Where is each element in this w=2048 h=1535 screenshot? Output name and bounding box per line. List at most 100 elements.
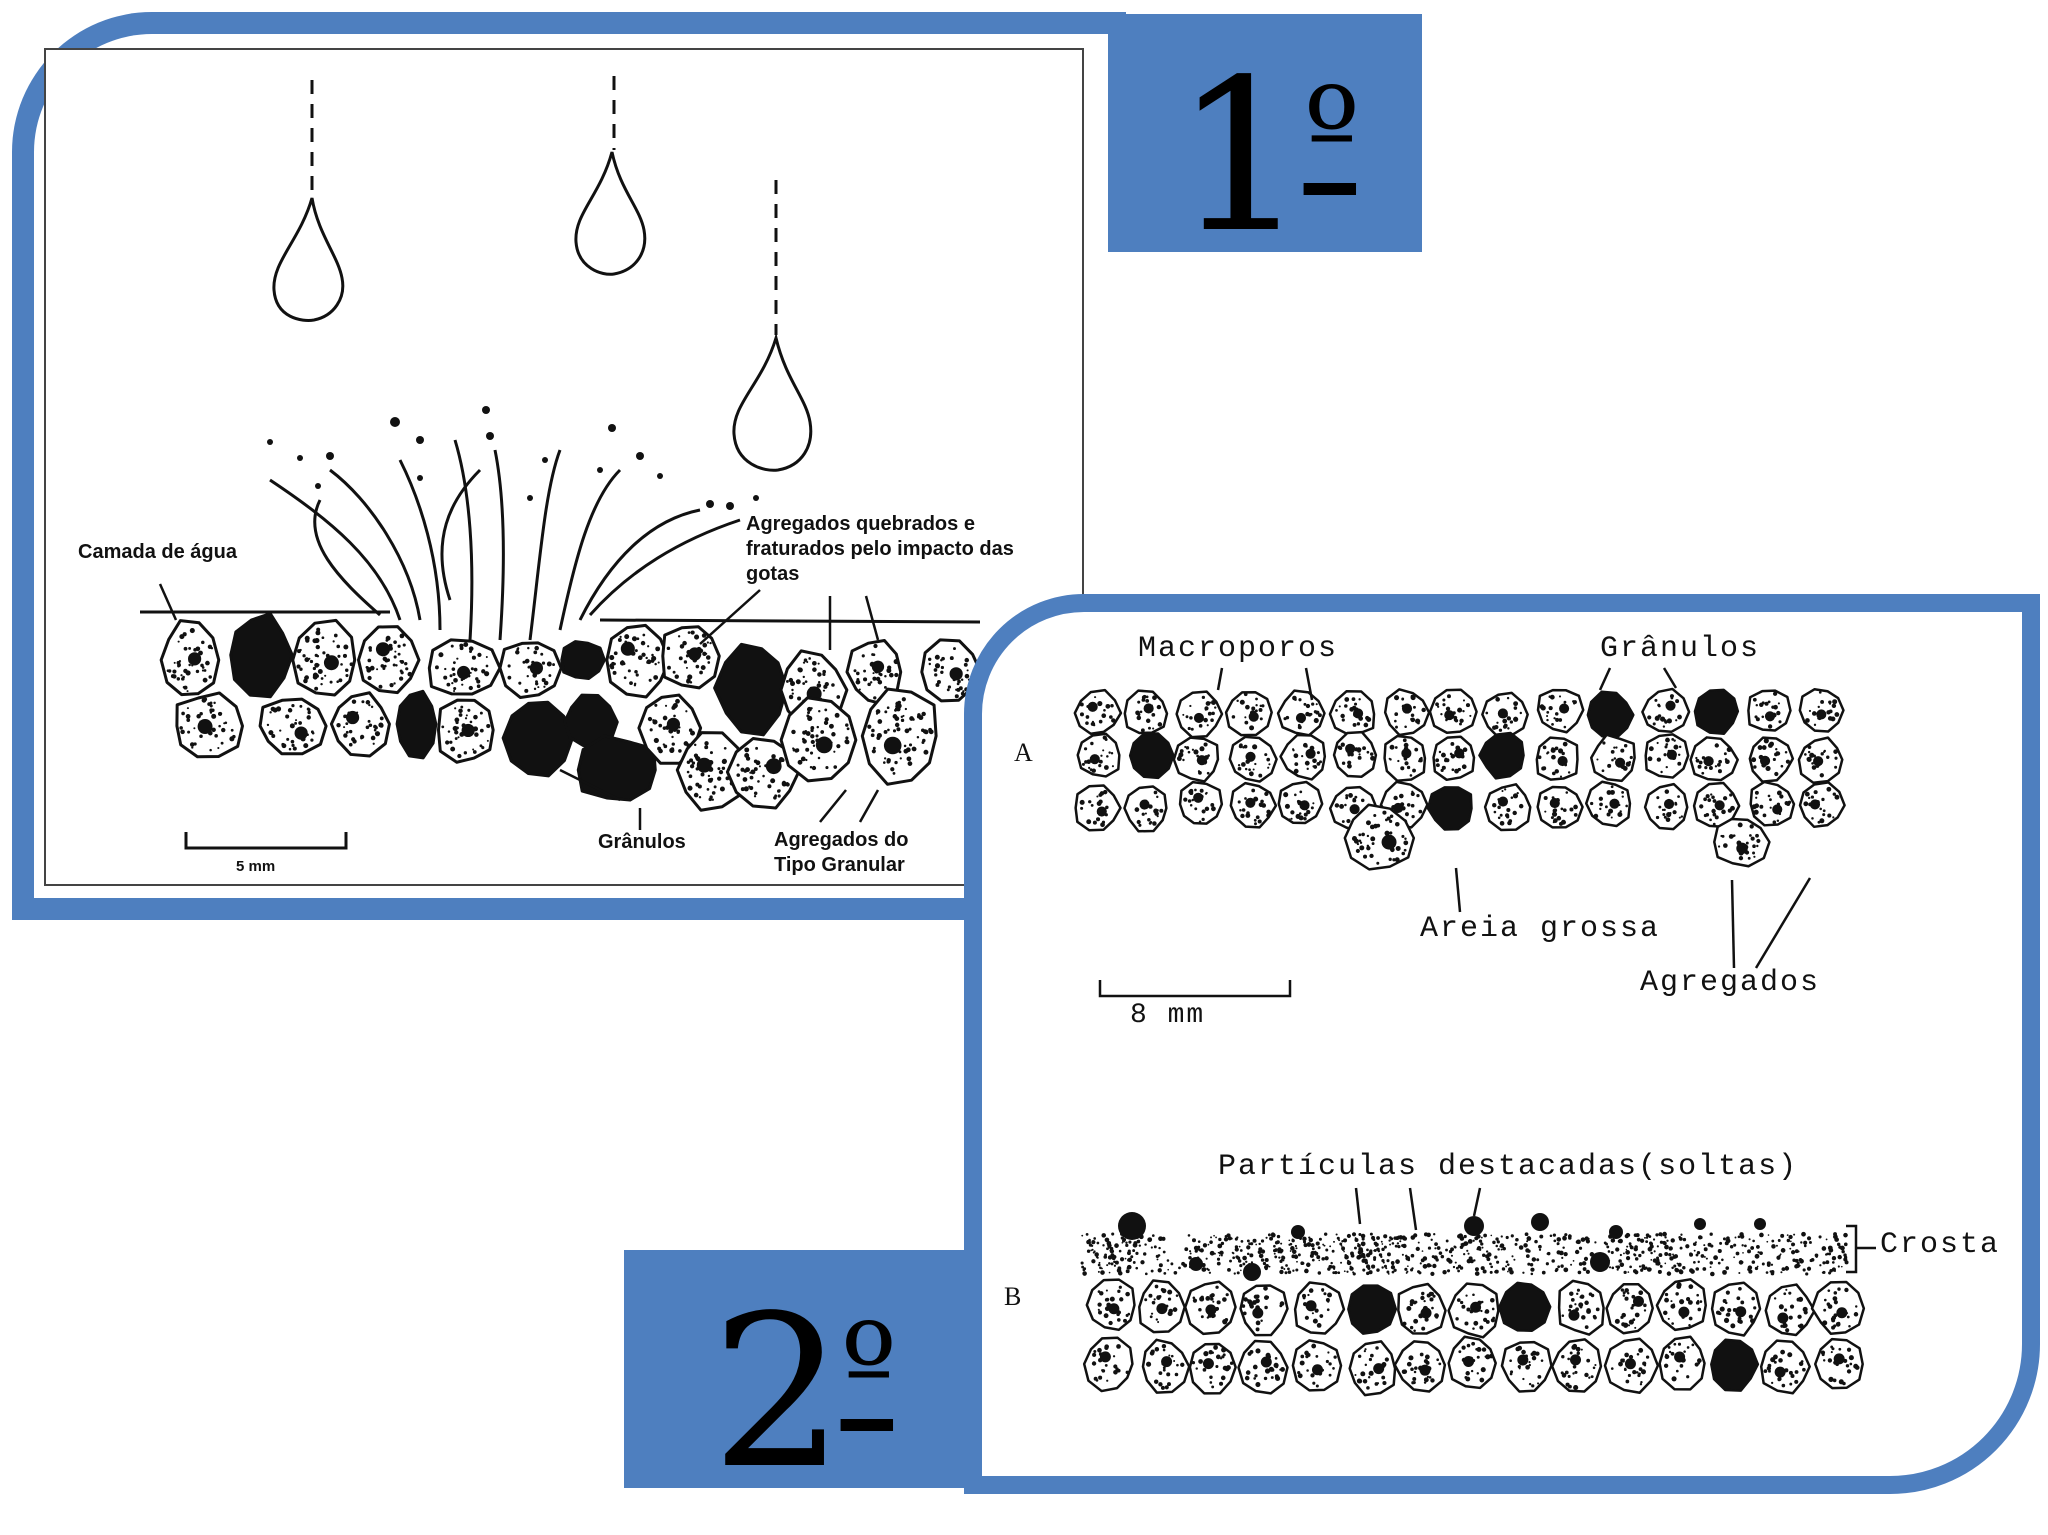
aggregate-speck (395, 664, 398, 667)
crust-particle (1341, 1240, 1344, 1243)
aggregate-speck (182, 632, 187, 637)
aggregate-speck (1479, 1325, 1484, 1330)
aggregate-speck (1194, 788, 1197, 792)
crust-layer (1080, 1212, 1849, 1281)
aggregate-speck (1473, 1320, 1479, 1326)
aggregate-speck (642, 633, 646, 637)
crust-particle (1473, 1259, 1476, 1262)
aggregate-speck (1108, 1320, 1113, 1326)
aggregate-speck (700, 772, 705, 777)
aggregate-speck (743, 786, 749, 792)
crust-particle (1646, 1267, 1652, 1272)
aggregate-speck (1440, 713, 1443, 716)
aggregate-speck (1717, 845, 1721, 848)
aggregate-speck (1197, 770, 1201, 773)
aggregate-speck (1685, 1297, 1691, 1302)
aggregate-speck (172, 669, 177, 674)
aggregate-speck (899, 757, 902, 760)
crust-particle (1166, 1259, 1170, 1262)
aggregate-speck (370, 735, 376, 741)
aggregate-speck (889, 672, 894, 678)
aggregate-speck (1332, 1367, 1335, 1370)
crust-particle (1660, 1234, 1663, 1237)
aggregate-speck (1794, 1379, 1799, 1384)
aggregate-speck (1695, 758, 1700, 763)
aggregate-speck (1189, 704, 1192, 708)
aggregate-speck (1504, 813, 1510, 818)
crust-particle (1742, 1252, 1744, 1254)
crust-particle (1677, 1262, 1682, 1267)
aggregate-speck (1344, 803, 1347, 807)
aggregate-speck (1622, 1291, 1626, 1295)
aggregate-speck (887, 728, 890, 732)
aggregate-speck (1811, 817, 1814, 820)
crust-particle (1522, 1271, 1525, 1274)
crust-particle (1445, 1248, 1448, 1252)
aggregate-speck (1555, 717, 1560, 722)
aggregate-speck (1755, 833, 1759, 838)
aggregate-speck (1723, 1317, 1730, 1323)
aggregate-speck (182, 686, 186, 689)
aggregate-speck (1594, 1363, 1597, 1367)
aggregate-speck (1357, 755, 1362, 760)
aggregate-speck (481, 669, 486, 674)
crust-particle (1240, 1240, 1244, 1243)
aggregate-speck (1362, 746, 1366, 751)
aggregate-speck (1554, 746, 1559, 751)
aggregate-speck (312, 666, 316, 671)
crust-particle (1195, 1246, 1200, 1251)
aggregate-speck (177, 664, 180, 668)
aggregate-speck (1593, 813, 1599, 819)
crust-particle (1805, 1272, 1809, 1276)
crust-particle (1466, 1249, 1469, 1252)
crust-particle (1144, 1272, 1148, 1276)
crust-particle (1801, 1259, 1804, 1261)
aggregate-speck (477, 652, 482, 657)
granule (1426, 786, 1473, 831)
aggregate-speck (1283, 717, 1287, 721)
aggregate-speck (670, 747, 675, 751)
aggregate-speck (1182, 713, 1185, 716)
aggregate-speck (1136, 715, 1142, 721)
aggregate-speck (662, 715, 668, 721)
aggregate-speck (1162, 1348, 1166, 1352)
aggregate-speck (1560, 807, 1564, 811)
crust-particle (1709, 1261, 1713, 1265)
aggregate-speck (778, 756, 784, 762)
aggregate-speck (1137, 712, 1141, 717)
aggregate-speck (1563, 725, 1567, 729)
aggregate-speck (1092, 723, 1096, 727)
aggregate-speck (1720, 834, 1723, 838)
aggregate-speck (1663, 1310, 1668, 1316)
crust-particle (1827, 1245, 1833, 1251)
aggregate-speck (446, 682, 451, 687)
aggregate-speck (461, 683, 464, 686)
aggregate-speck (1466, 1307, 1471, 1312)
aggregate-speck (704, 741, 709, 746)
aggregate-speck (1621, 795, 1624, 798)
aggregate-speck (1241, 1304, 1246, 1308)
crust-particle (1170, 1262, 1174, 1266)
aggregate-speck (825, 766, 829, 770)
aggregate-speck (1382, 1380, 1387, 1386)
crust-particle (1734, 1236, 1737, 1239)
aggregate-speck (1778, 720, 1782, 724)
aggregate-speck (740, 767, 745, 772)
aggregate-speck (883, 757, 887, 760)
crust-particle (1391, 1262, 1395, 1266)
aggregate-speck (1090, 741, 1094, 746)
aggregate-speck (1656, 741, 1659, 745)
crust-particle (1610, 1250, 1614, 1255)
crust-particle (1323, 1232, 1328, 1236)
crust-particle (1618, 1259, 1622, 1263)
aggregate-speck (1384, 830, 1390, 836)
aggregate-core (1632, 1295, 1644, 1307)
crust-particle (1130, 1255, 1134, 1259)
crust-particle (1324, 1256, 1329, 1261)
aggregate-speck (1259, 717, 1263, 721)
aggregate-speck (1726, 1312, 1731, 1317)
crust-particle (1534, 1239, 1538, 1244)
aggregate-speck (1552, 821, 1555, 824)
aggregate-speck (1424, 1317, 1429, 1322)
aggregate-speck (1421, 707, 1426, 713)
